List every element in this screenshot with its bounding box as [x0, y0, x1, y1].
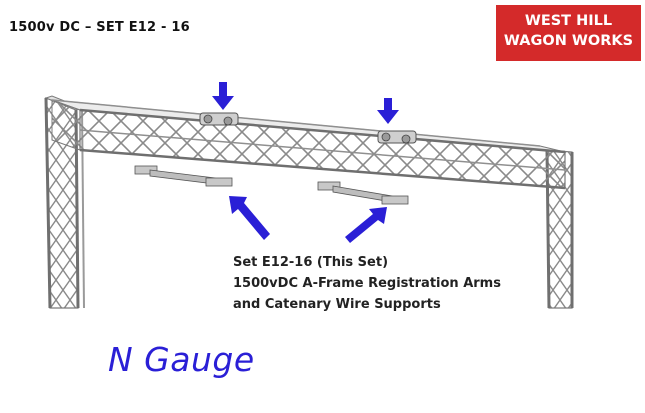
logo-line-1: WEST HILL: [524, 13, 613, 29]
west-hill-wagon-works-logo: WEST HILL WAGON WORKS: [496, 5, 641, 61]
gantry-boom: [51, 99, 566, 190]
caption-line-1: Set E12-16 (This Set): [233, 255, 389, 270]
set-caption: Set E12-16 (This Set) 1500vDC A-Frame Re…: [233, 252, 501, 315]
caption-line-3: and Catenary Wire Supports: [233, 297, 441, 312]
arrow-down-right: [377, 98, 399, 124]
gauge-label: N Gauge: [108, 340, 255, 379]
top-fitting-right: [377, 130, 417, 144]
arrow-up-right: [345, 207, 387, 243]
registration-arm-left: [134, 165, 233, 187]
top-fitting-left: [199, 112, 239, 126]
caption-line-2: 1500vDC A-Frame Registration Arms: [233, 276, 501, 291]
logo-line-2: WAGON WORKS: [503, 33, 634, 49]
set-title: 1500v DC – SET E12 - 16: [9, 20, 190, 35]
arrow-up-left: [229, 196, 270, 240]
registration-arm-right: [317, 181, 409, 205]
arrow-down-left: [212, 82, 234, 110]
